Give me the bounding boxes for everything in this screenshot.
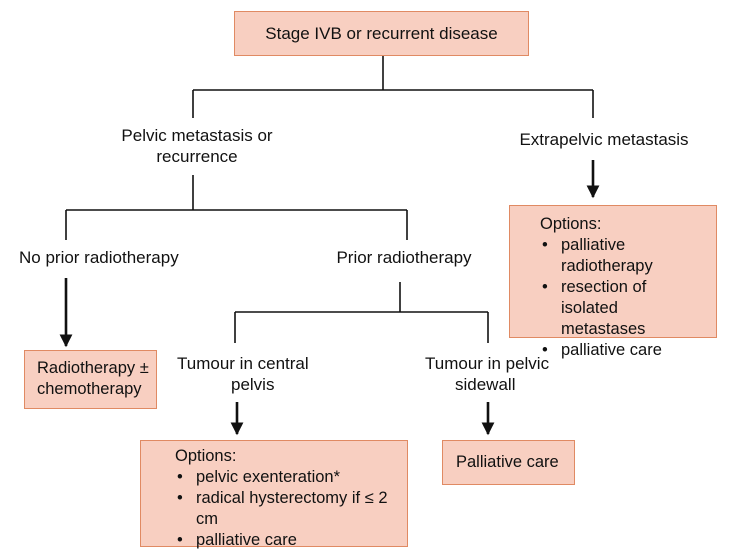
central-pelvis-label: Tumour in central pelvis	[177, 353, 309, 395]
list-item: radical hysterectomy if ≤ 2 cm	[175, 488, 407, 530]
radio-chemo-line-2: chemotherapy	[37, 380, 142, 398]
central-line-1: Tumour in central	[177, 354, 309, 373]
central-line-2: pelvis	[231, 375, 275, 394]
central-options-list: pelvic exenteration* radical hysterectom…	[175, 467, 407, 551]
extrapelvic-label: Extrapelvic metastasis	[519, 130, 689, 149]
no-prior-radiotherapy-label: No prior radiotherapy	[19, 248, 179, 267]
sidewall-line-2: sidewall	[455, 375, 516, 394]
sidewall-line-1: Tumour in pelvic	[425, 354, 550, 373]
pelvic-line-2: recurrence	[156, 147, 238, 166]
stage-box: Stage IVB or recurrent disease	[234, 11, 529, 56]
extrapelvic-options-list: palliative radiotherapy resection of iso…	[540, 235, 706, 361]
central-options-title: Options:	[175, 447, 237, 465]
palliative-care-box: Palliative care	[442, 440, 575, 485]
list-item: palliative care	[175, 530, 407, 551]
list-item: pelvic exenteration*	[175, 467, 407, 488]
extrapelvic-options-title: Options:	[540, 215, 602, 233]
pelvic-sidewall-label: Tumour in pelvic sidewall	[425, 353, 549, 395]
central-options-box: Options: pelvic exenteration* radical hy…	[140, 440, 408, 551]
palliative-care-label: Palliative care	[456, 453, 559, 471]
radio-chemo-line-1: Radiotherapy ±	[37, 359, 149, 377]
list-item: palliative radiotherapy	[540, 235, 706, 277]
list-item: palliative care	[540, 340, 706, 361]
extrapelvic-options-box: Options: palliative radiotherapy resecti…	[509, 205, 717, 361]
list-item: resection of isolated metastases	[540, 277, 706, 340]
radiotherapy-chemotherapy-box: Radiotherapy ± chemotherapy	[24, 350, 157, 409]
stage-label: Stage IVB or recurrent disease	[265, 24, 498, 43]
pelvic-metastasis-label: Pelvic metastasis or recurrence	[121, 125, 272, 167]
pelvic-line-1: Pelvic metastasis or	[121, 126, 273, 145]
prior-radiotherapy-label: Prior radiotherapy	[336, 248, 472, 267]
